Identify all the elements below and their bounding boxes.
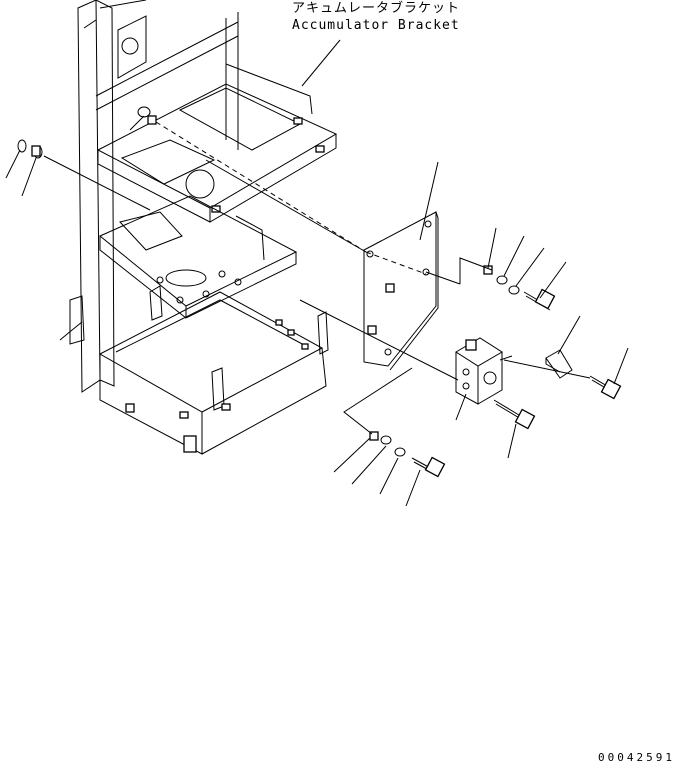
accumulator-bracket-label-english: Accumulator Bracket [292, 18, 460, 33]
center-lines [43, 155, 591, 435]
leader-lines [5, 39, 629, 507]
main-frame [59, 0, 239, 393]
accumulator-bracket-label-japanese: アキュムレータブラケット [292, 1, 461, 16]
hidden-lines [155, 121, 427, 275]
bracket-plate [363, 211, 439, 371]
valve-block [455, 337, 513, 405]
clip-bracket [545, 349, 573, 379]
upper-shelf [96, 63, 338, 223]
middle-tray [99, 195, 298, 321]
drawing-number: 00042591 [598, 751, 675, 764]
washers-and-nuts [17, 106, 520, 457]
bolts [411, 288, 622, 478]
lower-box [98, 291, 329, 455]
